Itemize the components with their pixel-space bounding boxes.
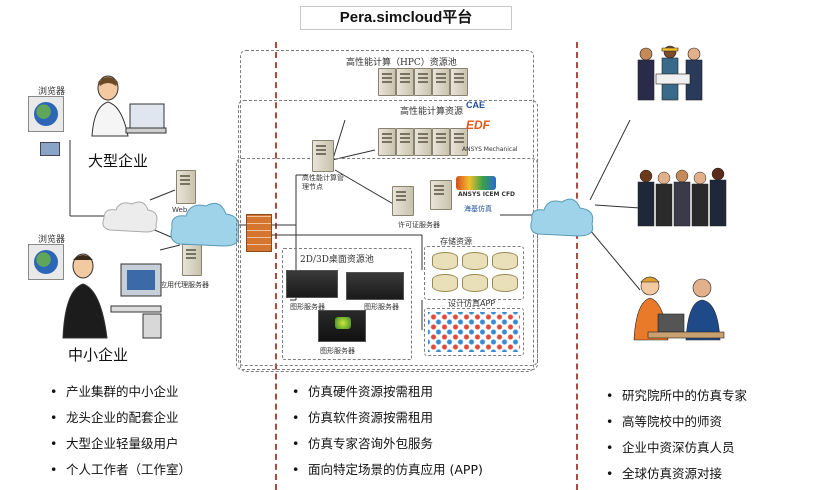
web-server-icon — [176, 170, 196, 204]
firewall-icon — [246, 214, 272, 252]
storage-disk-icon — [432, 274, 458, 292]
graphics-workstation-icon — [346, 272, 404, 300]
storage-disk-icon — [492, 252, 518, 270]
license-server-label: 许可证服务器 — [398, 221, 440, 229]
list-item: 全球仿真资源对接 — [606, 464, 747, 490]
graphics-workstation-icon — [318, 310, 366, 342]
list-item: 产业集群的中小企业 — [50, 382, 191, 408]
right-cloud-icon — [528, 194, 598, 247]
list-item: 龙头企业的配套企业 — [50, 408, 191, 434]
platform-cloud-icon — [168, 198, 244, 257]
browser-label-1: 浏览器 — [38, 87, 66, 97]
graphics-server-label-3: 图形服务器 — [320, 347, 355, 355]
list-item: 大型企业轻量级用户 — [50, 434, 191, 460]
license-server-icon — [392, 186, 414, 216]
storage-label: 存储资源 — [440, 237, 472, 246]
large-enterprise-label: 大型企业 — [88, 152, 149, 170]
edf-logo-icon: EDF — [466, 118, 490, 132]
globe-icon — [28, 96, 64, 132]
storage-disk-icon — [462, 274, 488, 292]
internet-cloud-icon — [100, 198, 160, 243]
right-divider — [576, 42, 578, 490]
sme-label: 中小企业 — [68, 346, 129, 364]
enterprise-user-icon — [78, 74, 168, 138]
graphics-server-label-2: 图形服务器 — [364, 303, 399, 311]
list-item: 研究院所中的仿真专家 — [606, 386, 747, 412]
middle-bullet-list: 仿真硬件资源按需租用 仿真软件资源按需租用 仿真专家咨询外包服务 面向特定场景的… — [292, 382, 483, 486]
storage-box — [424, 246, 524, 300]
list-item: 仿真软件资源按需租用 — [292, 408, 483, 434]
list-item: 仿真硬件资源按需租用 — [292, 382, 483, 408]
storage-disk-icon — [432, 252, 458, 270]
platform-title: Pera.simcloud平台 — [300, 6, 512, 30]
hpc-node-label: 高性能计算管理节点 — [302, 174, 344, 191]
hpc-server-rack-top — [378, 66, 468, 96]
list-item: 面向特定场景的仿真应用 (APP) — [292, 460, 483, 486]
list-item: 企业中资深仿真人员 — [606, 438, 747, 464]
sim-app-label: 设计仿真APP — [448, 299, 496, 308]
team-group-icon — [636, 166, 728, 235]
left-bullet-list: 产业集群的中小企业 龙头企业的配套企业 大型企业轻量级用户 个人工作者（工作室） — [50, 382, 191, 486]
license-box — [236, 158, 538, 370]
computer-icon — [40, 142, 60, 156]
proxy-server-label: 应用代理服务器 — [160, 281, 209, 289]
desktop-pool-box — [282, 248, 412, 360]
desktop-pool-label: 2D/3D桌面资源池 — [300, 255, 374, 265]
hpc-node-server-icon — [312, 140, 334, 172]
storage-disk-icon — [462, 252, 488, 270]
storage-disk-icon — [492, 274, 518, 292]
globe-icon — [28, 244, 64, 280]
hpc-pool-label: 高性能计算（HPC）资源池 — [346, 58, 457, 68]
ansys-icem-logo-icon — [456, 176, 496, 190]
right-bullet-list: 研究院所中的仿真专家 高等院校中的师资 企业中资深仿真人员 全球仿真资源对接 — [606, 386, 747, 490]
list-item: 高等院校中的师资 — [606, 412, 747, 438]
hiji-logo-label: 海基仿真 — [464, 205, 492, 213]
sim-app-box — [424, 308, 524, 356]
graphics-server-label-1: 图形服务器 — [290, 303, 325, 311]
cae-logo-icon: CAE — [466, 100, 486, 110]
hpc-resources-label: 高性能计算资源 — [400, 107, 464, 117]
hpc-server-rack-bottom — [378, 128, 468, 158]
graphics-workstation-icon — [286, 270, 338, 298]
license-server-icon — [430, 180, 452, 210]
ansys-icem-label: ANSYS ICEM CFD — [458, 191, 516, 198]
list-item: 仿真专家咨询外包服务 — [292, 434, 483, 460]
web-server-label: Web — [172, 206, 188, 214]
expert-group-icon — [632, 44, 716, 117]
consultation-icon — [628, 274, 728, 349]
hpc-pool-box — [240, 50, 534, 372]
left-divider — [275, 42, 277, 490]
app-grid-icon — [428, 312, 520, 352]
browser-label-2: 浏览器 — [38, 235, 66, 245]
list-item: 个人工作者（工作室） — [50, 460, 191, 486]
sme-user-icon — [55, 250, 165, 340]
ansys-mechanical-logo-icon: ANSYS Mechanical — [462, 146, 518, 153]
